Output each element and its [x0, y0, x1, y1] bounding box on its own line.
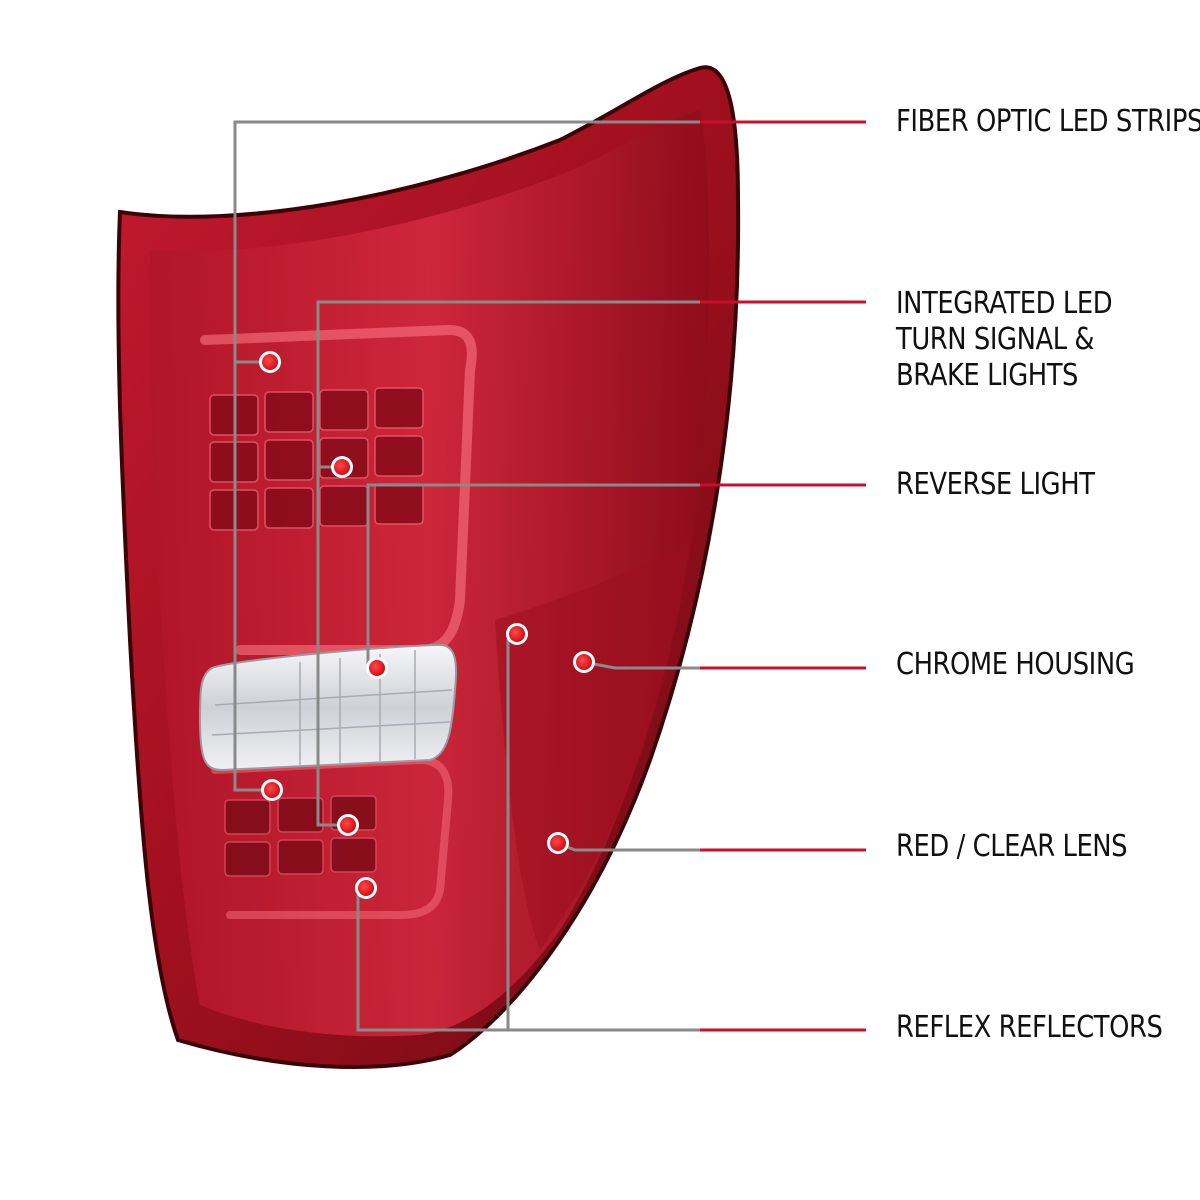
callout-dots: [259, 351, 595, 899]
label-reverse-light: REVERSE LIGHT: [896, 467, 1095, 503]
leader-fiber-optic: [233, 120, 700, 364]
callout-dot-fiber-upper: [259, 351, 281, 373]
reflex-reflector-panel: [495, 540, 690, 950]
tail-light-image: [116, 65, 741, 1069]
label-red-clear-lens-line-1: RED / CLEAR LENS: [896, 829, 1128, 864]
leader-integrated-led: [316, 300, 700, 469]
label-chrome-housing: CHROME HOUSING: [896, 647, 1135, 683]
reverse-light-chrome: [198, 643, 458, 772]
label-fiber-optic: FIBER OPTIC LED STRIPS: [896, 104, 1200, 140]
callout-dot-reverse: [366, 657, 388, 679]
reverse-light-facets: [211, 650, 453, 765]
label-integrated-led-line-1: INTEGRATED LED: [896, 286, 1113, 321]
callout-dot-integrated-lower: [337, 814, 359, 836]
callout-dot-chrome: [573, 651, 595, 673]
callout-dot-reflector-right: [506, 623, 528, 645]
fiber-optic-strip-lower: [211, 755, 453, 919]
label-integrated-led: INTEGRATED LED TURN SIGNAL & BRAKE LIGHT…: [896, 286, 1113, 394]
leader-integrated-led-lower: [316, 467, 346, 827]
label-chrome-housing-line-1: CHROME HOUSING: [896, 647, 1135, 682]
callout-dot-fiber-lower: [261, 779, 283, 801]
label-reflex-reflectors-line-1: REFLEX REFLECTORS: [896, 1010, 1163, 1045]
leader-fiber-optic-lower: [233, 362, 270, 792]
label-reflex-reflectors: REFLEX REFLECTORS: [896, 1010, 1163, 1046]
label-fiber-optic-line-1: FIBER OPTIC LED STRIPS: [896, 104, 1200, 139]
callout-dot-lens: [547, 832, 569, 854]
callout-dot-integrated-upper: [331, 456, 353, 478]
label-integrated-led-line-3: BRAKE LIGHTS: [896, 358, 1079, 393]
callout-dot-reflector-left: [355, 877, 377, 899]
label-red-clear-lens: RED / CLEAR LENS: [896, 829, 1128, 865]
label-integrated-led-line-2: TURN SIGNAL &: [896, 322, 1095, 357]
label-reverse-light-line-1: REVERSE LIGHT: [896, 467, 1095, 502]
